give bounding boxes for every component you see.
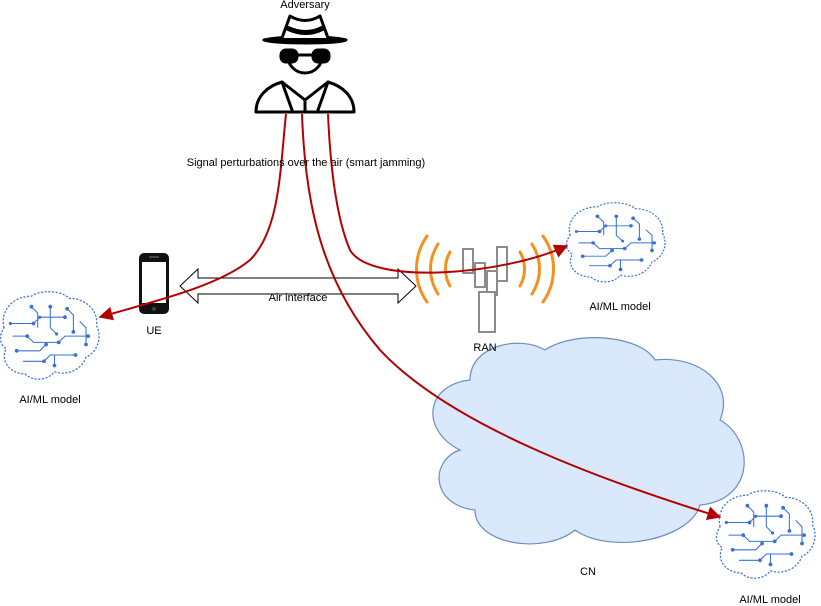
ran-label: RAN — [473, 342, 497, 354]
attack-arrows — [98, 113, 722, 520]
brain-circuit-icon-cn — [715, 490, 816, 579]
brain-circuit-icon-ran — [565, 202, 666, 283]
air-interface-label: Air interface — [268, 292, 328, 304]
brain-circuit-icon-left — [0, 291, 100, 380]
adversary-spy-icon — [254, 14, 356, 114]
aiml-model-label-cn: AI/ML model — [739, 594, 801, 606]
air-interface-arrow — [179, 267, 417, 305]
cn-cloud — [432, 337, 745, 545]
ue-label: UE — [146, 325, 162, 337]
aiml-model-label-left: AI/ML model — [19, 394, 81, 406]
radio-wave-icon — [415, 234, 555, 304]
cn-label: CN — [580, 566, 596, 578]
perturbation-label: Signal perturbations over the air (smart… — [186, 157, 426, 169]
adversary-label: Adversary — [280, 0, 330, 11]
attack-arrow-to-ue — [98, 113, 287, 321]
aiml-model-label-ran: AI/ML model — [589, 301, 651, 313]
cell-tower-icon — [462, 246, 508, 333]
attack-arrow-to-cn — [301, 113, 722, 520]
attack-arrow-to-ran — [327, 113, 569, 274]
